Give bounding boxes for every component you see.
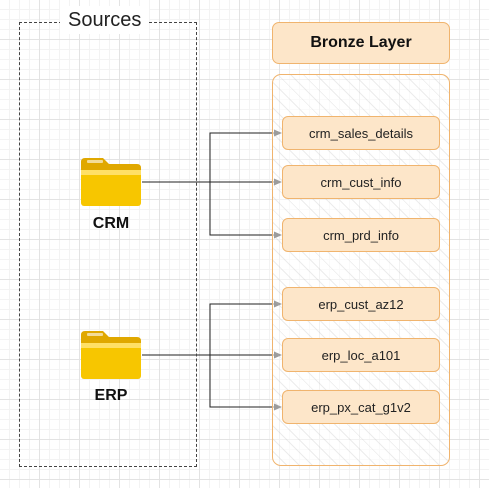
table-node-label: erp_loc_a101: [321, 347, 401, 363]
sources-title: Sources: [60, 6, 150, 34]
bronze-layer-header[interactable]: Bronze Layer: [272, 22, 450, 64]
source-label-erp: ERP: [94, 387, 128, 404]
table-node-label: erp_cust_az12: [318, 296, 404, 312]
table-node-erp-loc-a101[interactable]: erp_loc_a101: [282, 338, 440, 372]
table-node-label: crm_cust_info: [320, 174, 402, 190]
table-node-label: crm_prd_info: [323, 227, 399, 243]
source-label-crm: CRM: [92, 215, 130, 232]
table-node-label: erp_px_cat_g1v2: [311, 399, 411, 415]
table-node-crm-cust-info[interactable]: crm_cust_info: [282, 165, 440, 199]
table-node-erp-cust-az12[interactable]: erp_cust_az12: [282, 287, 440, 321]
connector-crm-prd-info: [209, 182, 282, 239]
table-node-crm-prd-info[interactable]: crm_prd_info: [282, 218, 440, 252]
table-node-label: crm_sales_details: [308, 125, 414, 141]
connector-erp-px-cat-g1v2: [209, 355, 282, 411]
bronze-layer-title: Bronze Layer: [310, 34, 412, 51]
folder-icon[interactable]: [79, 156, 143, 208]
table-node-crm-sales-details[interactable]: crm_sales_details: [282, 116, 440, 150]
folder-icon[interactable]: [79, 329, 143, 381]
table-node-erp-px-cat-g1v2[interactable]: erp_px_cat_g1v2: [282, 390, 440, 424]
